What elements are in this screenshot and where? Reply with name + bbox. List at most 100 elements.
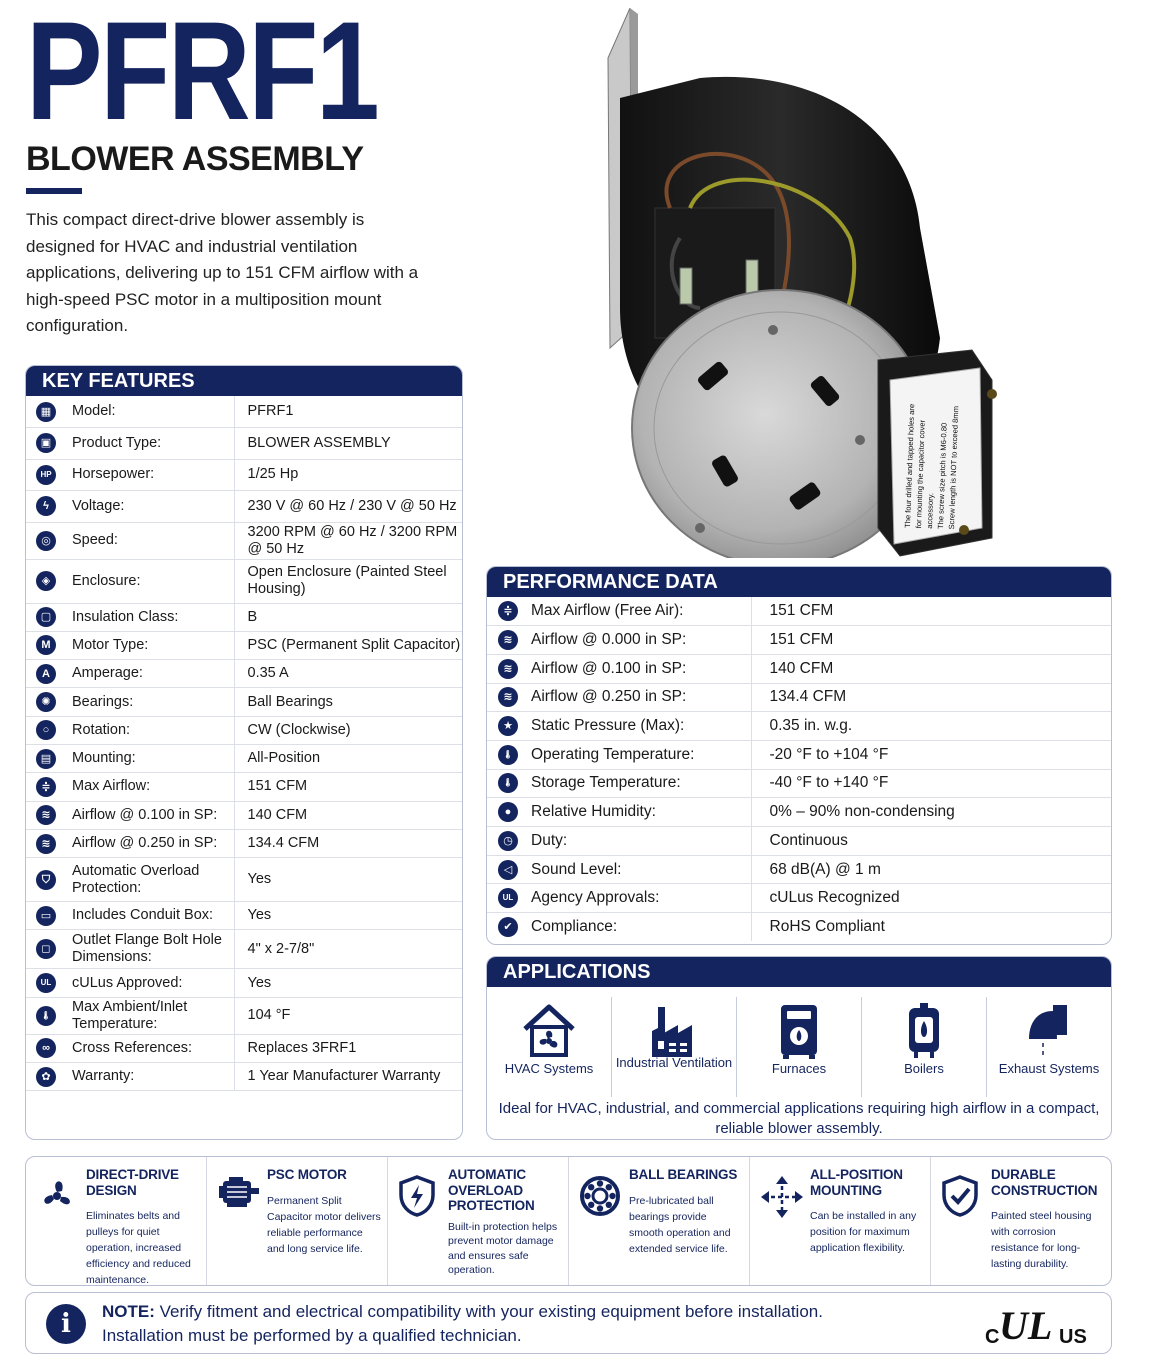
feature-overload: AUTOMATIC OVERLOAD PROTECTION Built-in p… [388, 1157, 569, 1285]
spec-row: ◷Duty:Continuous [487, 826, 1111, 856]
thermometer-icon: 🌡 [498, 773, 518, 794]
spec-value: Ball Bearings [234, 687, 462, 717]
spec-row: ≋Airflow @ 0.100 in SP:140 CFM [487, 654, 1111, 684]
applications-note: Ideal for HVAC, industrial, and commerci… [498, 1100, 1100, 1137]
spec-label: Horsepower: [66, 459, 235, 491]
key-features-table: ▦Model:PFRF1▣Product Type:BLOWER ASSEMBL… [26, 396, 462, 1092]
spec-label: Agency Approvals: [525, 883, 752, 914]
spec-label: Motor Type: [66, 631, 235, 661]
star-icon: ★ [498, 716, 518, 737]
spec-label: Automatic Overload Protection: [66, 857, 235, 903]
feature-title: ALL-POSITION MOUNTING [810, 1167, 903, 1198]
bearing-icon [580, 1176, 620, 1216]
shield-bolt-icon [399, 1175, 435, 1217]
applications-heading: APPLICATIONS [487, 957, 1111, 987]
spec-label: Enclosure: [66, 559, 235, 604]
thermometer-icon: 🌡 [36, 1005, 56, 1026]
spec-row: ≋Airflow @ 0.250 in SP:134.4 CFM [26, 829, 462, 859]
rotation-icon: ○ [36, 720, 56, 741]
feature-ball-bearings: BALL BEARINGS Pre-lubricated ball bearin… [569, 1157, 750, 1285]
spec-value: Yes [234, 968, 462, 998]
spec-label: Amperage: [66, 659, 235, 689]
note-prefix: NOTE: [102, 1302, 155, 1321]
spec-label: Model: [66, 396, 235, 428]
spec-row: ≋Airflow @ 0.000 in SP:151 CFM [487, 625, 1111, 655]
feature-title: BALL BEARINGS [629, 1167, 738, 1182]
application-exhaust: Exhaust Systems [987, 997, 1111, 1097]
applications-panel: APPLICATIONS HVAC Systems Industrial Ven… [486, 956, 1112, 1140]
note-box: i NOTE: Verify fitment and electrical co… [25, 1292, 1112, 1354]
factory-icon [652, 1007, 692, 1057]
model-icon: ▦ [36, 401, 56, 422]
spec-value: 230 V @ 60 Hz / 230 V @ 50 Hz [234, 490, 462, 523]
feature-description: Can be installed in any position for max… [810, 1210, 917, 1254]
application-label: Boilers [904, 1061, 944, 1076]
spec-label: Airflow @ 0.100 in SP: [66, 801, 235, 830]
conduit-icon: ▭ [36, 905, 56, 926]
shield-check-icon [942, 1175, 978, 1217]
spec-row: ◎Speed:3200 RPM @ 60 Hz / 3200 RPM @ 50 … [26, 522, 462, 560]
logo-us: US [1059, 1326, 1087, 1347]
spec-value: Yes [234, 857, 462, 903]
spec-row: ✺Bearings:Ball Bearings [26, 687, 462, 717]
house-fan-icon [523, 1004, 575, 1057]
spec-value: 0.35 in. w.g. [751, 711, 1111, 741]
wave-icon: ≋ [498, 687, 518, 708]
spec-label: Bearings: [66, 687, 235, 717]
spec-value: All-Position [234, 744, 462, 774]
spec-row: ✿Warranty:1 Year Manufacturer Warranty [26, 1062, 462, 1092]
key-features-panel: KEY FEATURES ▦Model:PFRF1▣Product Type:B… [25, 365, 463, 1140]
note-line-1: Verify fitment and electrical compatibil… [159, 1302, 823, 1321]
performance-panel: PERFORMANCE DATA ≑Max Airflow (Free Air)… [486, 566, 1112, 945]
spec-row: ●Relative Humidity:0% – 90% non-condensi… [487, 797, 1111, 827]
spec-label: Max Ambient/Inlet Temperature: [66, 997, 235, 1035]
feature-all-position: ALL-POSITION MOUNTING Can be installed i… [750, 1157, 931, 1285]
speaker-icon: ◁ [498, 859, 518, 880]
airflow-icon: ≑ [498, 601, 518, 622]
application-label: Furnaces [771, 1061, 827, 1076]
check-icon: ✔ [498, 917, 518, 938]
spec-row: ✔Compliance:RoHS Compliant [487, 912, 1111, 942]
spec-value: 140 CFM [751, 654, 1111, 684]
spec-value: 134.4 CFM [751, 683, 1111, 713]
spec-value: -20 °F to +104 °F [751, 740, 1111, 770]
spec-row: ≑Max Airflow:151 CFM [26, 772, 462, 802]
speed-icon: ◎ [36, 530, 56, 551]
spec-row: ◻Outlet Flange Bolt Hole Dimensions:4" x… [26, 929, 462, 970]
logo-c: C [985, 1326, 999, 1347]
spec-row: ◈Enclosure:Open Enclosure (Painted Steel… [26, 559, 462, 604]
application-boilers: Boilers [862, 997, 987, 1097]
spec-value: 104 °F [234, 997, 462, 1035]
spec-value: 151 CFM [234, 772, 462, 802]
spec-row: ⛉Automatic Overload Protection:Yes [26, 857, 462, 903]
title-underline [26, 188, 82, 194]
spec-value: 134.4 CFM [234, 829, 462, 859]
ul-icon: UL [36, 973, 56, 994]
spec-label: Sound Level: [525, 855, 752, 885]
spec-row: M Motor Type:PSC (Permanent Split Capacit… [26, 631, 462, 661]
spec-value: PFRF1 [234, 396, 462, 428]
intro-paragraph: This compact direct-drive blower assembl… [26, 210, 419, 335]
spec-label: Includes Conduit Box: [66, 901, 235, 931]
spec-label: Voltage: [66, 490, 235, 523]
spec-value: Yes [234, 901, 462, 931]
feature-description: Permanent Split Capacitor motor delivers… [267, 1194, 381, 1255]
spec-label: Warranty: [66, 1062, 235, 1092]
performance-table: ≑Max Airflow (Free Air):151 CFM≋Airflow … [487, 597, 1111, 942]
spec-value: PSC (Permanent Split Capacitor) [234, 631, 462, 661]
spec-label: Max Airflow (Free Air): [525, 597, 752, 627]
spec-label: cULus Approved: [66, 968, 235, 998]
feature-title: PSC MOTOR [267, 1167, 347, 1182]
spec-row: ◁ Sound Level:68 dB(A) @ 1 m [487, 855, 1111, 885]
spec-row: ▦ Model:PFRF1 [26, 396, 462, 428]
hp-icon: HP [36, 464, 56, 485]
spec-label: Airflow @ 0.000 in SP: [525, 625, 752, 655]
application-label: HVAC Systems [504, 1061, 594, 1076]
spec-value: Open Enclosure (Painted Steel Housing) [234, 559, 462, 604]
blower-product-image: The four drilled and tapped holes are fo… [607, 8, 997, 558]
motor-icon: M [36, 635, 56, 656]
spec-value: 68 dB(A) @ 1 m [751, 855, 1111, 885]
